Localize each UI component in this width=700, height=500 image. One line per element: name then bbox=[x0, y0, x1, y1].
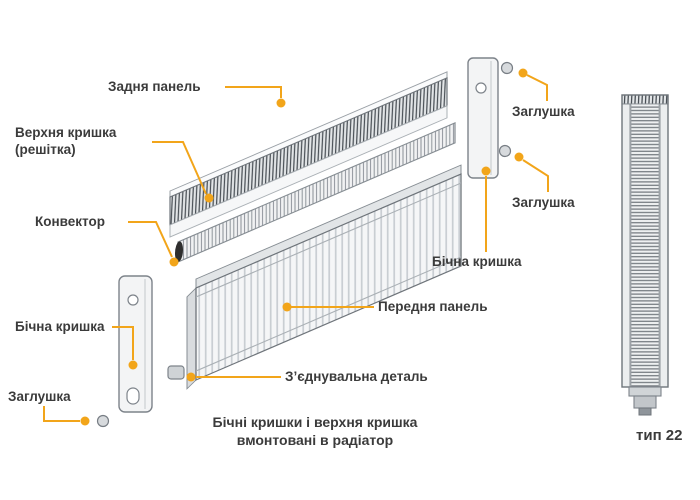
label-plug-right: Заглушка bbox=[512, 195, 575, 210]
leader-dot bbox=[169, 257, 179, 267]
side-cover-left-drawing bbox=[118, 275, 153, 413]
back-panel-drawing bbox=[169, 71, 448, 238]
leader-dot bbox=[514, 152, 524, 162]
plug-drawing-right bbox=[498, 144, 512, 158]
front-panel-bottom-rail bbox=[196, 256, 461, 372]
profile-foot-top bbox=[628, 386, 662, 397]
side-cover-left-hole bbox=[127, 294, 139, 306]
profile-foot-bottom bbox=[638, 407, 652, 416]
back-panel-face bbox=[169, 105, 448, 238]
leader-dot bbox=[282, 302, 292, 312]
side-cover-right-drawing bbox=[467, 57, 499, 179]
leader-dot bbox=[204, 193, 214, 203]
leader-line bbox=[152, 141, 207, 195]
label-side-cover-right: Бічна кришка bbox=[432, 254, 522, 269]
label-plug-top-right: Заглушка bbox=[512, 104, 575, 119]
leader-lines bbox=[43, 74, 549, 422]
profile-foot-mid bbox=[633, 395, 657, 409]
leader-dot bbox=[80, 416, 90, 426]
leader-dot bbox=[276, 98, 286, 108]
label-front-panel: Передня панель bbox=[378, 299, 488, 314]
label-back-panel: Задня панель bbox=[108, 79, 201, 94]
plug-drawing-bottom-left bbox=[96, 414, 110, 428]
side-cover-right-hole bbox=[475, 82, 487, 94]
profile-right-panel bbox=[659, 103, 669, 388]
side-cover-left-plate bbox=[118, 275, 153, 413]
connector-piece-drawing bbox=[167, 365, 185, 380]
front-panel-top-rail bbox=[196, 182, 461, 298]
leader-line bbox=[526, 74, 548, 101]
leader-dot bbox=[518, 68, 528, 78]
leader-line bbox=[522, 159, 549, 192]
leader-line bbox=[225, 86, 282, 98]
type-label: тип 22 bbox=[636, 427, 683, 444]
leader-dot bbox=[481, 166, 491, 176]
label-connector: З’єднувальна деталь bbox=[285, 369, 428, 384]
plug-drawing-top-right bbox=[500, 61, 514, 75]
label-side-cover-left: Бічна кришка bbox=[15, 319, 105, 334]
label-top-cover: Верхня кришка (решітка) bbox=[15, 125, 117, 157]
convector-drawing bbox=[175, 122, 456, 263]
profile-top-grille bbox=[621, 94, 669, 105]
label-plug-bottom-left: Заглушка bbox=[8, 389, 71, 404]
note-caption: Бічні кришки і верхня кришка вмонтовані … bbox=[212, 414, 418, 448]
side-cover-left-slot bbox=[126, 387, 140, 405]
leader-line bbox=[112, 326, 134, 360]
leader-line bbox=[43, 406, 80, 422]
leader-dot bbox=[186, 372, 196, 382]
side-cover-right-plate bbox=[467, 57, 499, 179]
leader-dot bbox=[128, 360, 138, 370]
profile-view-drawing bbox=[621, 94, 669, 416]
profile-convector bbox=[630, 103, 660, 388]
convector-end-cap bbox=[175, 241, 183, 262]
profile-left-panel bbox=[621, 103, 631, 388]
label-convector: Конвектор bbox=[35, 214, 105, 229]
plugs-drawing bbox=[96, 61, 514, 428]
front-panel-face bbox=[195, 173, 462, 381]
leader-dots bbox=[80, 68, 528, 426]
leader-line bbox=[128, 221, 173, 258]
front-panel-drawing bbox=[186, 164, 462, 390]
